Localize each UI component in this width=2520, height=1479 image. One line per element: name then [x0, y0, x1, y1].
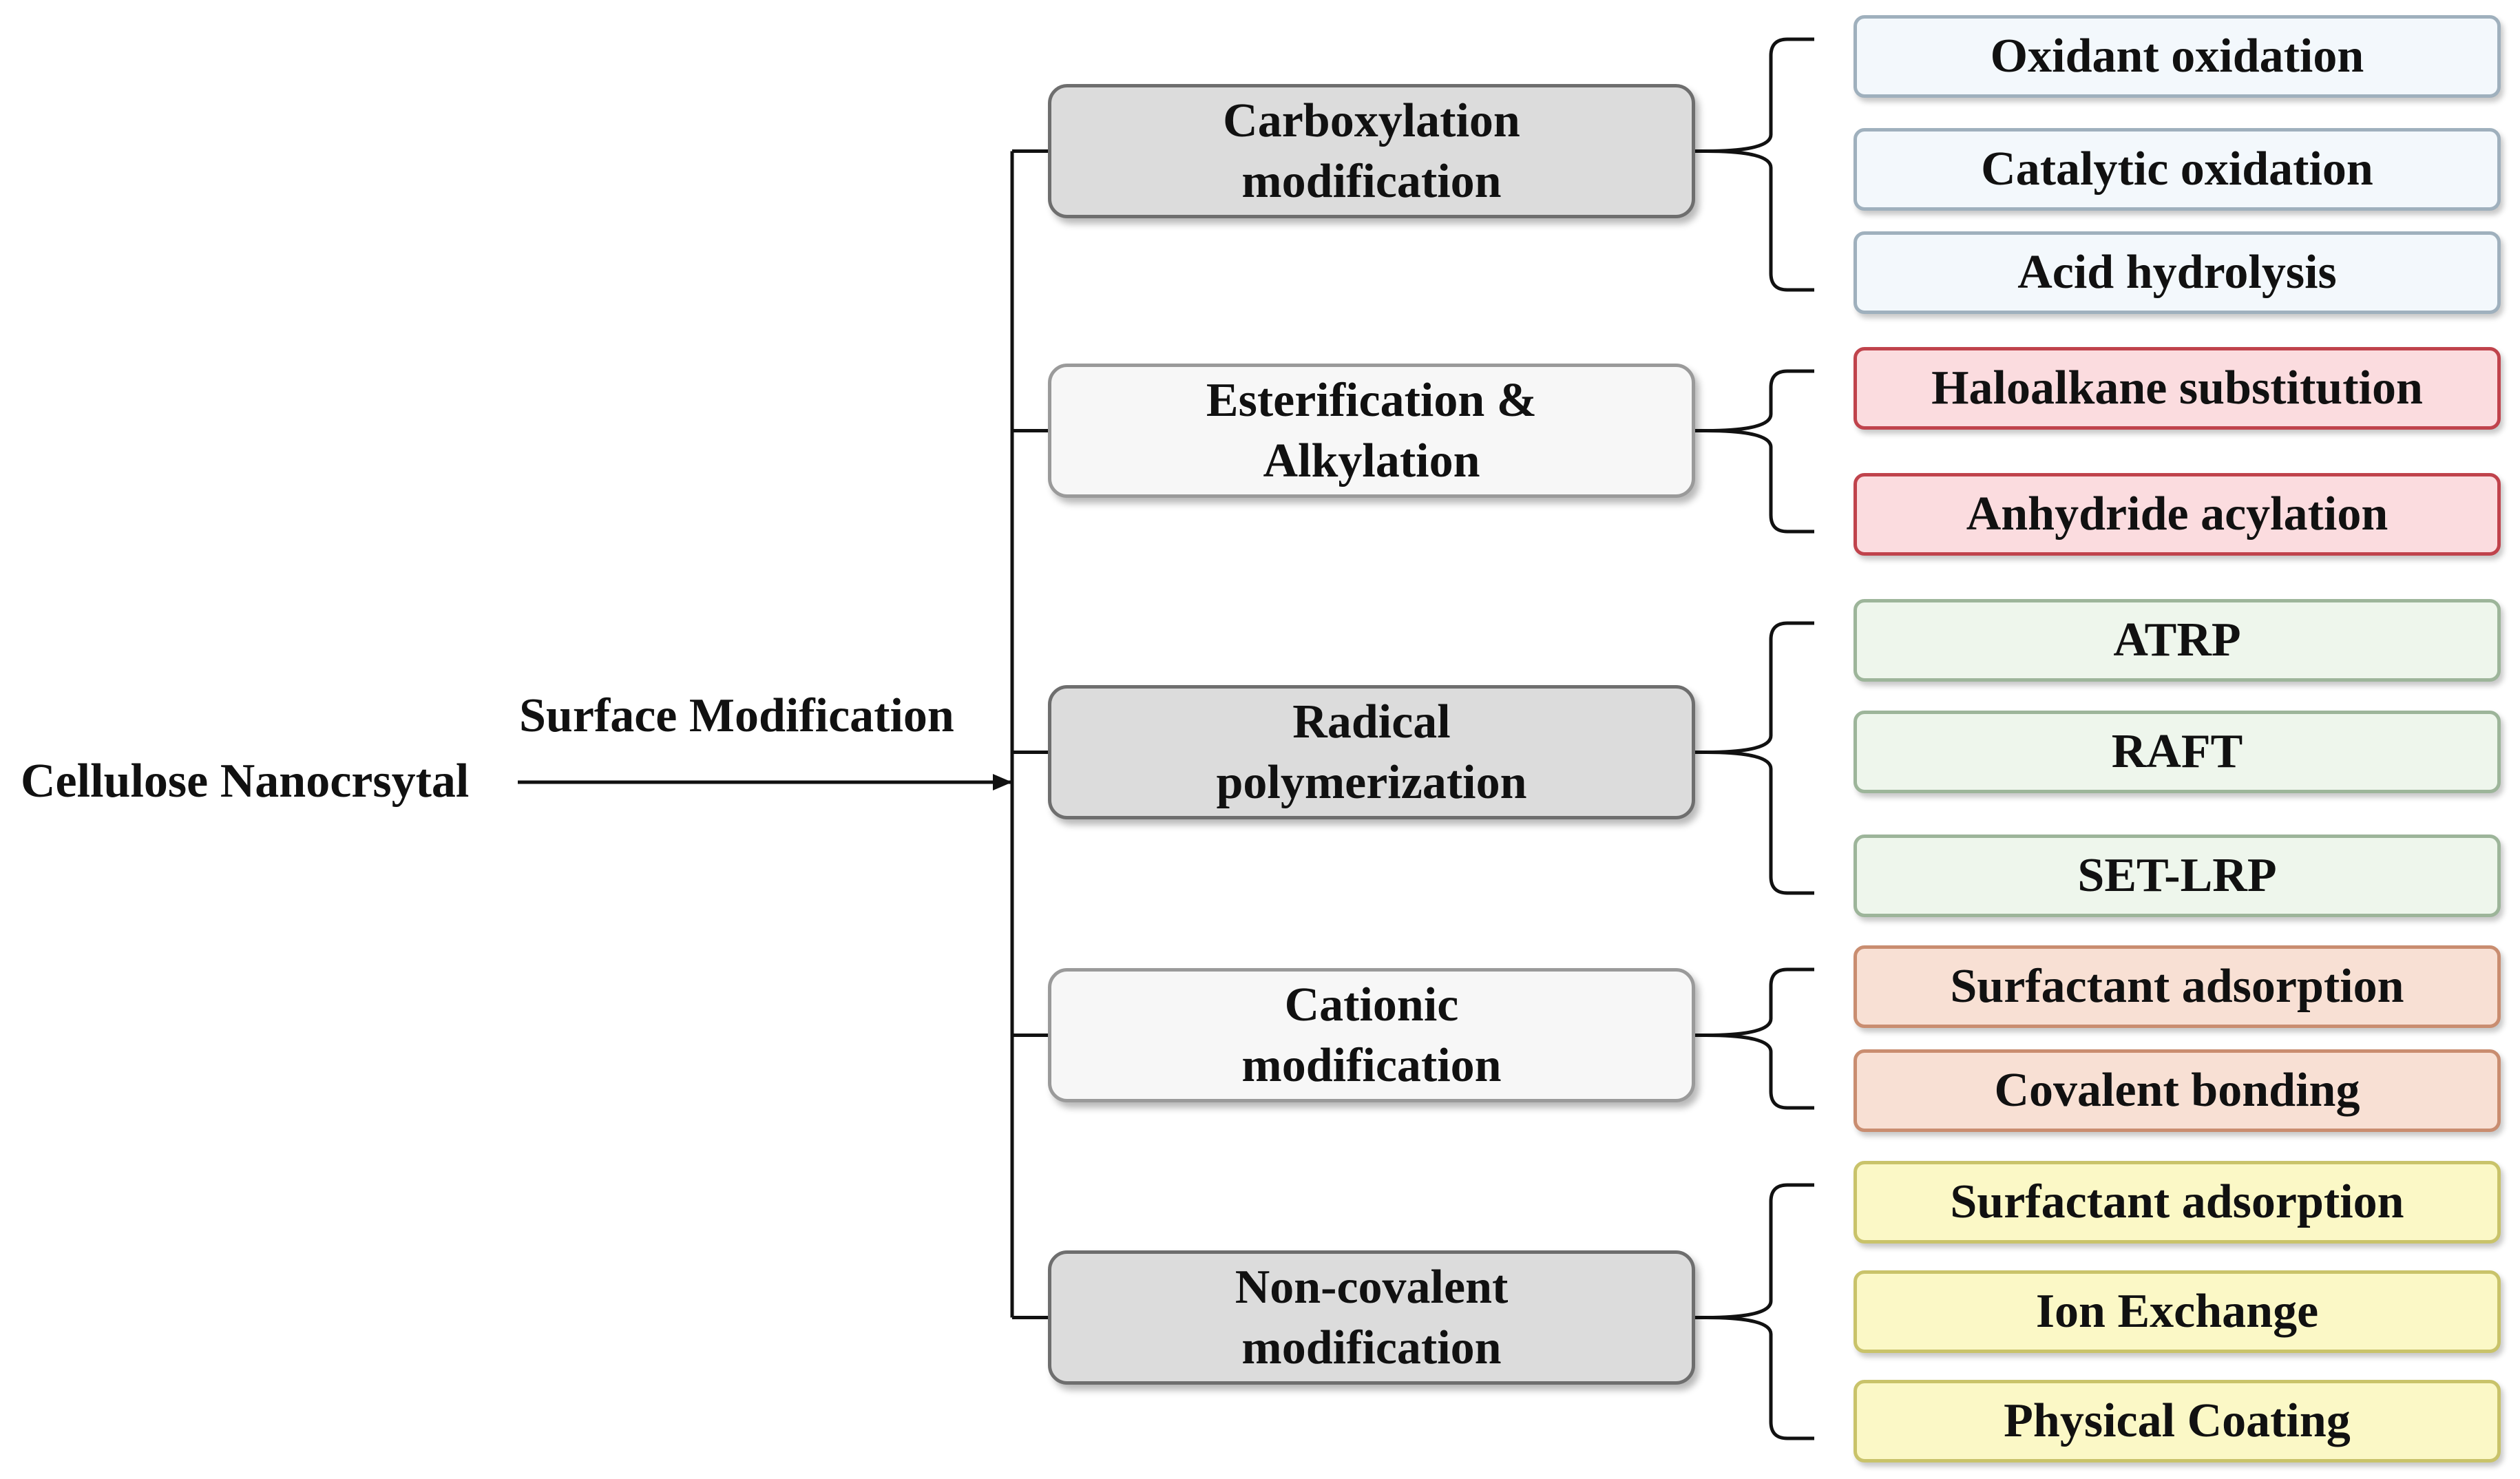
category-box: Esterification & Alkylation — [1048, 364, 1695, 498]
leaf-label: Oxidant oxidation — [1990, 30, 2364, 83]
root-label: Cellulose Nanocrsytal — [21, 755, 470, 808]
category-label: Esterification & Alkylation — [1206, 370, 1537, 492]
leaf-label: Haloalkane substitution — [1931, 361, 2423, 415]
leaf-label: Anhydride acylation — [1966, 487, 2388, 541]
leaf-label: RAFT — [2111, 725, 2243, 778]
category-label-line1: Cationic — [1284, 978, 1459, 1031]
curly-brace — [1705, 1183, 1814, 1440]
category-box: Non-covalent modification — [1048, 1250, 1695, 1385]
category-label: Non-covalent modification — [1235, 1257, 1509, 1378]
category-label: Cationic modification — [1241, 975, 1501, 1096]
leaf-label: SET-LRP — [2077, 849, 2277, 902]
leaf-box: Physical Coating — [1854, 1380, 2501, 1462]
edge-label: Surface Modification — [519, 689, 954, 742]
category-label-line2: modification — [1241, 154, 1502, 208]
curly-brace — [1705, 369, 1814, 534]
leaf-box: Oxidant oxidation — [1854, 15, 2501, 98]
category-label-line2: polymerization — [1216, 755, 1527, 809]
category-label-line2: modification — [1241, 1321, 1502, 1374]
leaf-label: Covalent bonding — [1994, 1064, 2360, 1117]
leaf-label: Acid hydrolysis — [2017, 246, 2337, 299]
curly-brace — [1705, 37, 1814, 292]
category-box: Cationic modification — [1048, 968, 1695, 1102]
leaf-box: Catalytic oxidation — [1854, 128, 2501, 211]
category-box: Radical polymerization — [1048, 685, 1695, 819]
category-label: Carboxylation modification — [1223, 91, 1520, 212]
leaf-label: Catalytic oxidation — [1981, 143, 2373, 196]
category-label-line2: modification — [1241, 1038, 1502, 1092]
leaf-box: Haloalkane substitution — [1854, 347, 2501, 430]
leaf-label: Surfactant adsorption — [1950, 1175, 2404, 1228]
leaf-box: RAFT — [1854, 711, 2501, 793]
leaf-box: Acid hydrolysis — [1854, 231, 2501, 314]
leaf-label: ATRP — [2113, 613, 2241, 667]
category-label-line1: Non-covalent — [1235, 1260, 1509, 1314]
leaf-box: Surfactant adsorption — [1854, 1161, 2501, 1244]
leaf-label: Ion Exchange — [2035, 1285, 2319, 1338]
category-label-line2: Alkylation — [1263, 434, 1480, 487]
leaf-box: SET-LRP — [1854, 835, 2501, 917]
leaf-label: Physical Coating — [2004, 1394, 2351, 1447]
leaf-box: Surfactant adsorption — [1854, 945, 2501, 1028]
leaf-box: Ion Exchange — [1854, 1270, 2501, 1353]
curly-brace — [1705, 621, 1814, 895]
category-label-line1: Carboxylation — [1223, 94, 1520, 147]
arrow-head-icon — [993, 774, 1012, 790]
curly-brace — [1705, 967, 1814, 1110]
category-label-line1: Radical — [1292, 695, 1451, 748]
leaf-box: Covalent bonding — [1854, 1049, 2501, 1132]
leaf-label: Surfactant adsorption — [1950, 960, 2404, 1013]
leaf-box: Anhydride acylation — [1854, 473, 2501, 556]
leaf-box: ATRP — [1854, 599, 2501, 682]
category-label: Radical polymerization — [1216, 692, 1526, 813]
category-label-line1: Esterification & — [1206, 373, 1537, 427]
category-box: Carboxylation modification — [1048, 84, 1695, 218]
